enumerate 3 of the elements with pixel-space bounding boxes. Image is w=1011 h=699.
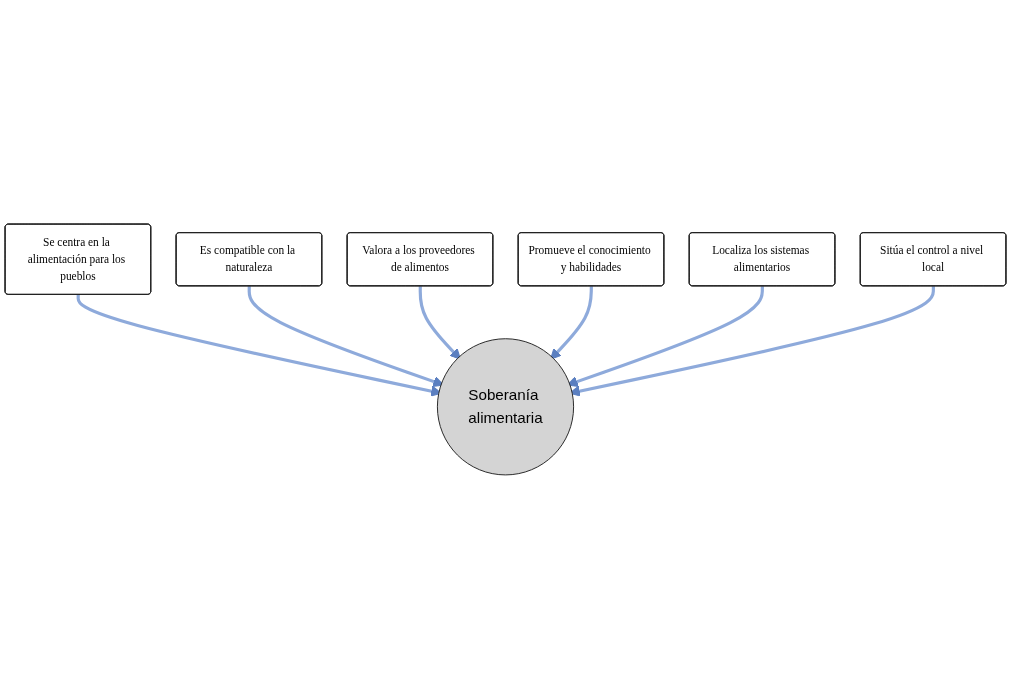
- arrow: [550, 286, 593, 360]
- arrow: [418, 286, 461, 360]
- node-circle: Soberanía alimentaria: [436, 338, 575, 476]
